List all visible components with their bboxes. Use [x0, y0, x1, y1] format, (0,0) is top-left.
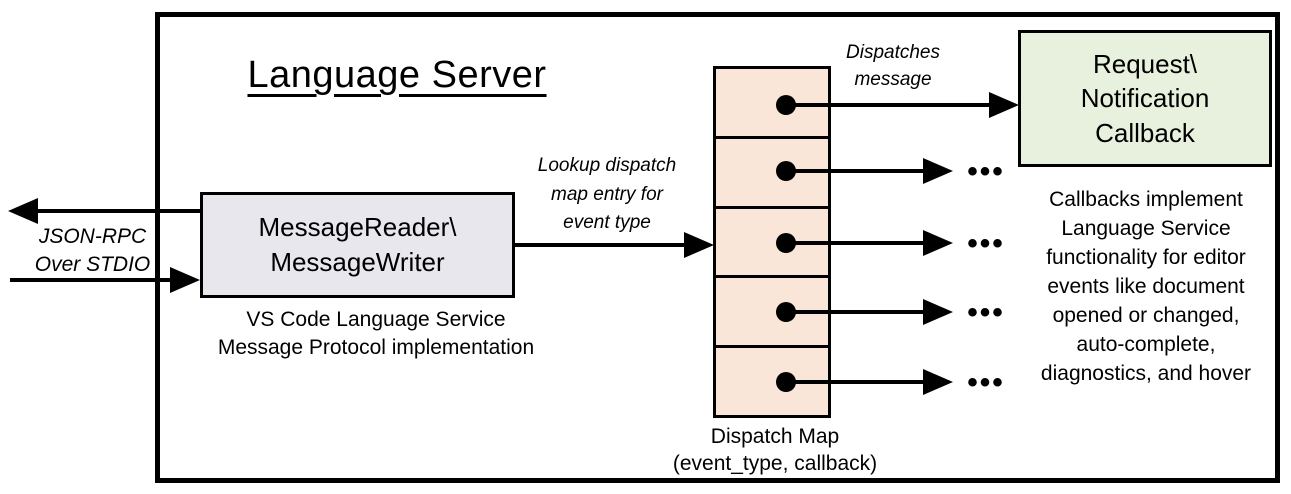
- dispatch-map-box: [713, 66, 831, 418]
- dispatch-map-cell: [716, 278, 828, 349]
- ellipsis-icon: •••: [967, 366, 1005, 399]
- dispatch-map-cell: [716, 139, 828, 209]
- lookup-annotation: Lookup dispatch map entry for event type: [537, 155, 677, 233]
- ellipsis-icon: •••: [967, 296, 1005, 329]
- callbacks-description: Callbacks implement Language Service fun…: [1040, 188, 1252, 385]
- ellipsis-icon: •••: [967, 227, 1005, 260]
- dispatch-map-cell: [716, 348, 828, 415]
- ellipsis-icon: •••: [967, 155, 1005, 188]
- dispatch-map-cell: [716, 209, 828, 279]
- diagram-title: Language Server: [247, 54, 547, 96]
- message-reader-writer-box: MessageReader\ MessageWriter: [200, 192, 515, 298]
- dispatches-annotation: Dispatches message: [846, 42, 940, 90]
- message-io-caption: VS Code Language Service Message Protoco…: [217, 308, 535, 359]
- transport-label: JSON-RPC Over STDIO: [34, 225, 151, 277]
- language-server-boundary-box: [155, 12, 1280, 483]
- dispatch-map-caption: Dispatch Map (event_type, callback): [672, 425, 878, 475]
- request-notification-callback-box: Request\ Notification Callback: [1018, 30, 1272, 167]
- dispatch-map-cell: [716, 69, 828, 139]
